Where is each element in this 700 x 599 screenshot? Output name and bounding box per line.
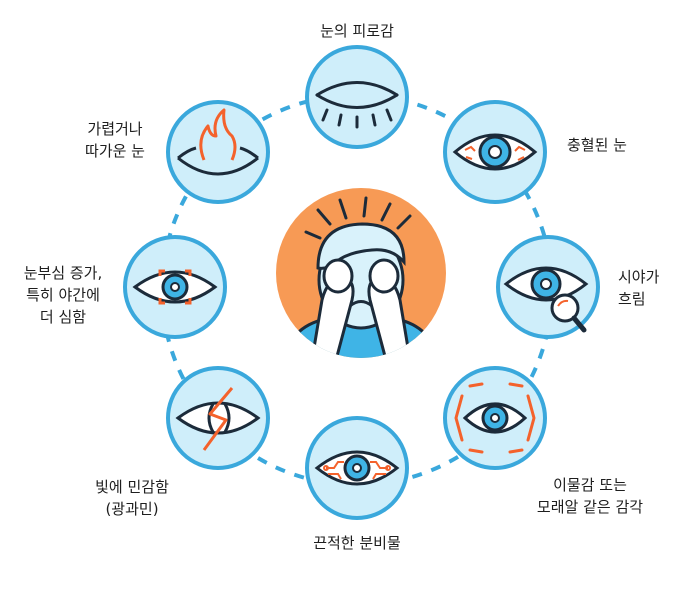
eye-flame-icon xyxy=(177,108,259,176)
label-itching-burning: 가렵거나 따가운 눈 xyxy=(85,120,145,160)
label-blurred-vision: 시야가 흐림 xyxy=(618,268,660,308)
label-photophobia: 빛에 민감함 (광과민) xyxy=(95,478,169,518)
symptom-node-foreign-body xyxy=(443,366,547,470)
symptom-node-photophobia xyxy=(166,366,270,470)
label-foreign-body: 이물감 또는 모래알 같은 감각 xyxy=(536,476,644,516)
symptom-node-eye-fatigue xyxy=(305,45,409,149)
eye-magnifier-icon xyxy=(503,266,589,333)
symptom-node-blurred-vision xyxy=(496,235,600,339)
label-glare: 눈부심 증가, 특히 야간에 더 심함 xyxy=(23,264,103,326)
eye-veins-icon xyxy=(314,450,400,486)
label-red-eyes: 충혈된 눈 xyxy=(567,136,627,154)
eye-focus-icon xyxy=(132,269,218,305)
symptom-node-red-eyes xyxy=(443,100,547,204)
person-covering-eyes-icon xyxy=(276,188,446,358)
closed-eye-icon xyxy=(315,81,399,129)
symptom-node-glare xyxy=(123,235,227,339)
bloodshot-eye-icon xyxy=(452,133,538,171)
symptom-node-itching-burning xyxy=(166,100,270,204)
symptom-node-sticky-discharge xyxy=(305,416,409,520)
label-sticky-discharge: 끈적한 분비물 xyxy=(313,534,401,552)
label-eye-fatigue: 눈의 피로감 xyxy=(320,22,394,40)
eye-lightning-icon xyxy=(175,387,261,451)
eye-arrows-icon xyxy=(454,382,536,454)
